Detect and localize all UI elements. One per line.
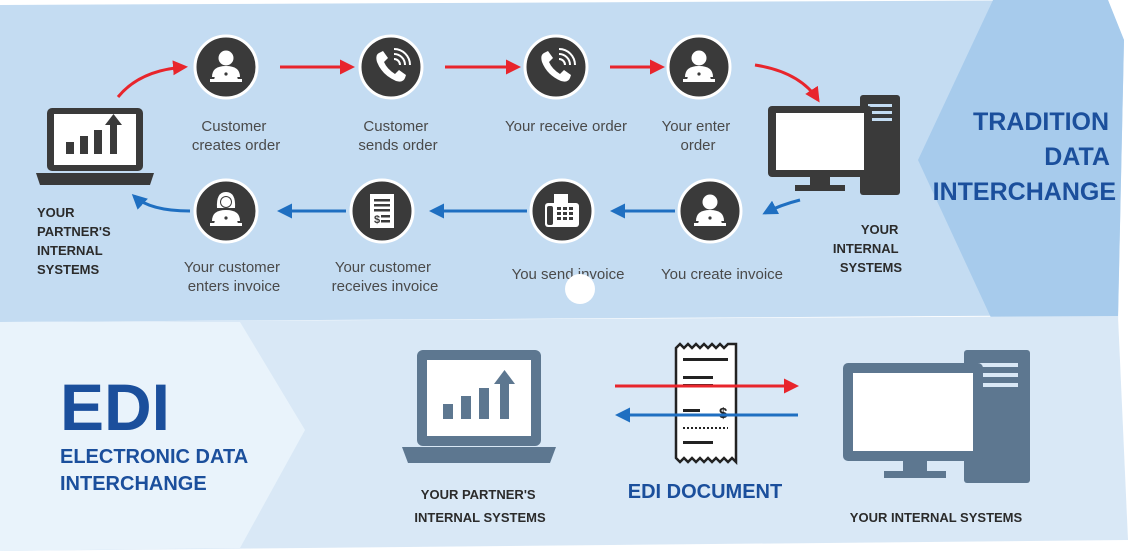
invoice-step-4-label-line-1: Your customer <box>184 259 280 276</box>
partner-laptop-icon <box>36 108 154 185</box>
traditional-panel <box>0 0 1124 322</box>
invoice-arrow-1 <box>762 198 801 215</box>
traditional-internal-label-line-2: INTERNAL <box>833 241 899 256</box>
traditional-title: TRADITION DATA INTERCHANGE <box>933 108 1116 206</box>
edi-partner-label-line-2: INTERNAL SYSTEMS <box>414 510 546 525</box>
invoice-step-2-label-line-1: You send invoice <box>512 266 625 283</box>
order-step-3-label: Your receive order <box>505 118 627 135</box>
cursor-dot <box>565 274 595 304</box>
order-step-1: Customer creates order <box>192 34 280 154</box>
edi-document-icon: $ <box>674 342 738 466</box>
edi-big-title: EDI <box>60 370 170 444</box>
traditional-internal-label-line-1: YOUR <box>861 222 899 237</box>
order-arrow-1 <box>116 60 188 98</box>
invoice-arrow-5 <box>131 193 191 213</box>
edi-partner-label: YOUR PARTNER'S INTERNAL SYSTEMS <box>414 487 546 525</box>
traditional-title-line-1: TRADITION <box>973 108 1109 136</box>
edi-document-label: EDI DOCUMENT <box>628 481 782 503</box>
traditional-partner-label-line-1: YOUR <box>37 205 75 220</box>
order-step-2-label: Customer sends order <box>358 118 437 154</box>
order-step-1-label: Customer creates order <box>192 118 280 154</box>
invoice-step-1-label: You create invoice <box>661 266 783 283</box>
order-step-1-label-line-2: creates order <box>192 137 280 154</box>
invoice-step-2-label: You send invoice <box>512 266 625 283</box>
order-step-4-label-line-1: Your enter <box>662 118 731 135</box>
invoice-step-1-label-line-1: You create invoice <box>661 266 783 283</box>
edi-partner-label-line-1: YOUR PARTNER'S <box>421 487 536 502</box>
invoice-step-3: Your customer receives invoice <box>332 178 439 295</box>
invoice-step-1: You create invoice <box>661 178 783 283</box>
edi-subtitle: ELECTRONIC DATA INTERCHANGE <box>60 446 253 495</box>
traditional-partner-label-line-4: SYSTEMS <box>37 262 99 277</box>
traditional-partner-label-line-3: INTERNAL <box>37 243 103 258</box>
order-arrow-5 <box>754 63 820 103</box>
traditional-title-panel <box>918 0 1124 322</box>
edi-partner-laptop-icon <box>402 350 556 463</box>
order-step-1-label-line-1: Customer <box>201 118 266 135</box>
edi-internal-label: YOUR INTERNAL SYSTEMS <box>850 510 1023 525</box>
order-flow: Customer creates order Customer sends or… <box>116 34 820 154</box>
invoice-step-4-label-line-2: enters invoice <box>188 278 281 295</box>
order-step-2-label-line-2: sends order <box>358 137 437 154</box>
order-step-4-label-line-2: order <box>680 137 715 154</box>
invoice-step-3-label-line-2: receives invoice <box>332 278 439 295</box>
traditional-title-line-3: INTERCHANGE <box>933 178 1116 206</box>
edi-title-panel <box>0 322 305 551</box>
traditional-title-line-2: DATA <box>1044 143 1110 171</box>
traditional-partner-label: YOUR PARTNER'S INTERNAL SYSTEMS <box>37 205 114 277</box>
invoice-step-4-label: Your customer enters invoice <box>184 259 284 295</box>
edi-subtitle-line-1: ELECTRONIC DATA <box>60 446 248 468</box>
invoice-doc-icon <box>370 194 394 228</box>
edi-subtitle-line-2: INTERCHANGE <box>60 473 207 495</box>
order-step-3: Your receive order <box>505 34 627 135</box>
invoice-step-3-label: Your customer receives invoice <box>332 259 439 295</box>
order-step-2: Customer sends order <box>358 34 438 154</box>
traditional-partner-label-line-2: PARTNER'S <box>37 224 111 239</box>
invoice-flow: You create invoice You send invoice Your… <box>131 178 801 295</box>
order-step-3-label-line-1: Your receive order <box>505 118 627 135</box>
internal-desktop-icon <box>768 95 900 195</box>
traditional-internal-label: YOUR INTERNAL SYSTEMS <box>833 222 902 275</box>
invoice-step-3-label-line-1: Your customer <box>335 259 431 276</box>
order-step-2-label-line-1: Customer <box>363 118 428 135</box>
order-step-4-label: Your enter order <box>662 118 735 154</box>
invoice-step-4: Your customer enters invoice <box>184 178 284 295</box>
traditional-internal-label-line-3: SYSTEMS <box>840 260 902 275</box>
invoice-step-2: You send invoice <box>512 178 625 283</box>
order-step-4: Your enter order <box>662 34 735 154</box>
edi-internal-desktop-icon <box>843 350 1030 483</box>
